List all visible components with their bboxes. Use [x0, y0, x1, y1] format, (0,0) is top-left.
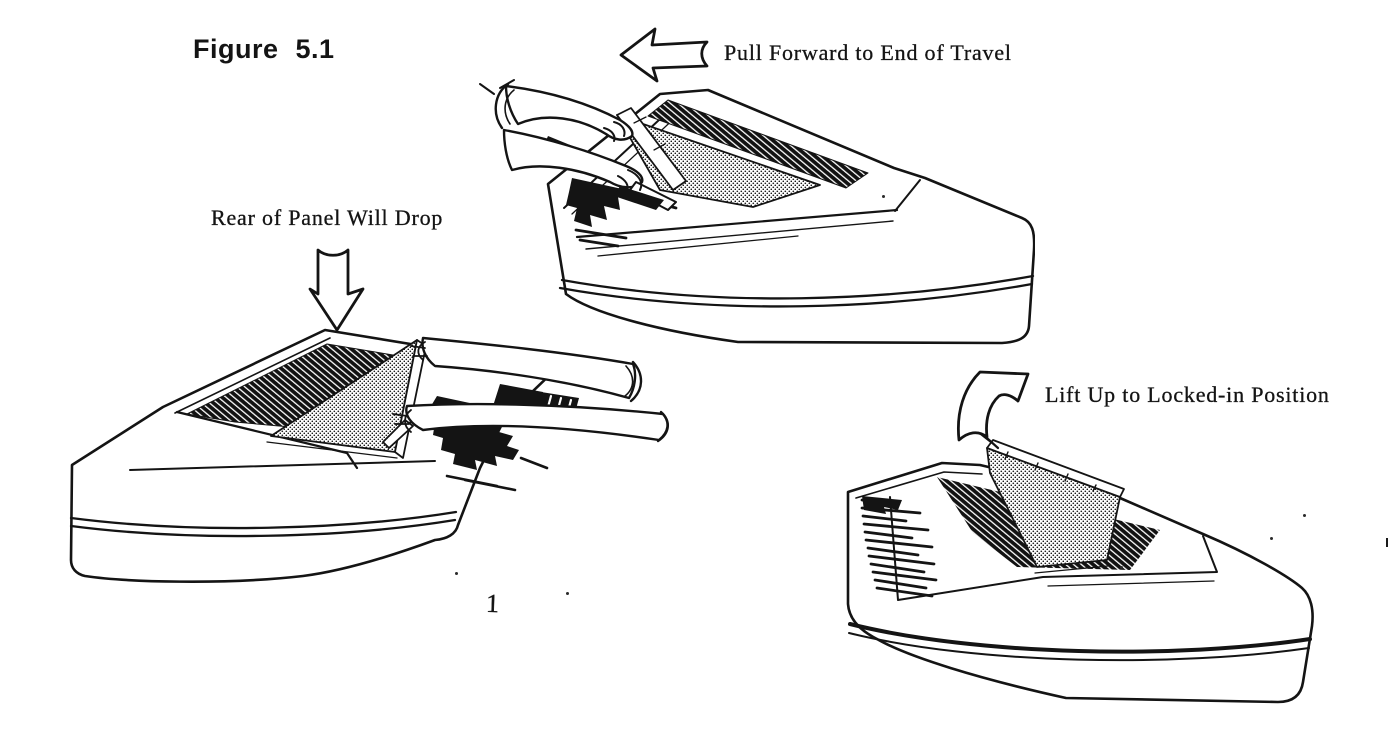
- curved-up-arrow-icon: [957, 370, 1030, 442]
- illustration-pull-panel-forward: [479, 79, 1035, 345]
- illustration-rear-panel-drop: [69, 328, 669, 583]
- illustration-lift-locked: [846, 418, 1314, 704]
- left-block-arrow-icon: [619, 27, 709, 83]
- annotation-pull-forward: Pull Forward to End of Travel: [724, 40, 1012, 65]
- scan-speck: [1120, 566, 1123, 569]
- figure-label: Figure 5.1: [193, 34, 335, 64]
- scan-speck: [1270, 537, 1273, 540]
- scan-speck: [882, 195, 885, 198]
- annotation-lift-up: Lift Up to Locked-in Position: [1045, 382, 1330, 407]
- scan-tick-mark: [1386, 538, 1388, 547]
- scan-speck: [1303, 514, 1306, 517]
- stray-pen-mark: 1: [485, 588, 500, 619]
- scan-speck: [455, 572, 458, 575]
- annotation-rear-drop: Rear of Panel Will Drop: [211, 205, 444, 230]
- scan-speck: [566, 592, 569, 595]
- down-block-arrow-icon: [308, 248, 365, 332]
